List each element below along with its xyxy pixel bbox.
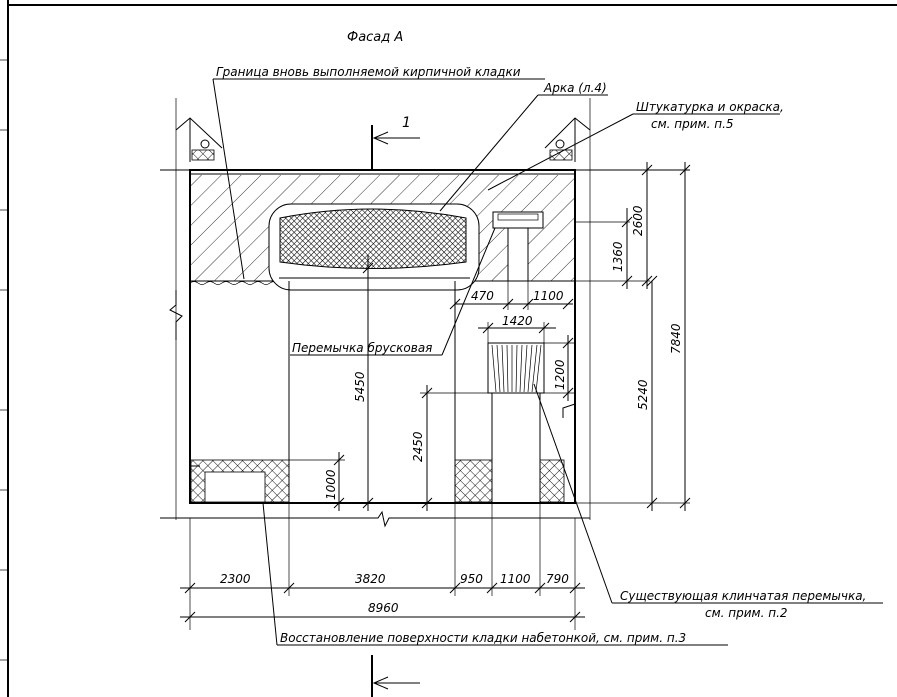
dim-1000: 1000: [324, 469, 338, 500]
plaster-label-line1: Штукатурка и окраска,: [636, 100, 784, 114]
dim-1360: 1360: [611, 241, 625, 272]
callout-wedge-lintel: Существующая клинчатая перемычка, см. пр…: [533, 383, 883, 620]
dim-2450: 2450: [411, 431, 425, 462]
dim-1420: 1420: [502, 314, 533, 328]
dim-8960: 8960: [368, 601, 399, 615]
callout-arch: Арка (л.4): [439, 81, 608, 212]
bar-lintel-label: Перемычка брусковая: [292, 341, 432, 355]
dimensions-upper: 470 1100 1420 1200: [449, 281, 575, 401]
section-mark-bottom: [371, 655, 420, 697]
facade-outline: [160, 98, 690, 528]
roof-detail-right: [544, 117, 591, 162]
arch-label: Арка (л.4): [543, 81, 607, 95]
section-mark-top: 1: [371, 115, 420, 170]
dim-2300: 2300: [220, 572, 251, 586]
dimensions-right: 2600 1360 7840 5240: [545, 162, 691, 511]
dim-2600: 2600: [631, 205, 645, 236]
dim-470: 470: [471, 289, 494, 303]
bar-lintel: [492, 211, 544, 282]
dim-950: 950: [460, 572, 483, 586]
wedge-lintel-strokes: [491, 344, 542, 393]
callout-restoration: Восстановление поверхности кладки набето…: [262, 502, 728, 646]
restoration-zones: [190, 459, 565, 503]
callout-plaster: Штукатурка и окраска, см. прим. п.5: [487, 100, 784, 191]
wedge-lintel-label-line1: Существующая клинчатая перемычка,: [620, 589, 866, 603]
restoration-label: Восстановление поверхности кладки набето…: [280, 631, 686, 645]
dim-1100-top: 1100: [533, 289, 564, 303]
callout-brick-boundary: Граница вновь выполняемой кирпичной клад…: [212, 65, 545, 280]
dim-7840: 7840: [669, 323, 683, 354]
dim-5240: 5240: [636, 379, 650, 410]
wedge-lintel-label-line2: см. прим. п.2: [705, 606, 788, 620]
dim-790: 790: [546, 572, 569, 586]
dimensions-interior: 5450 2450 1000: [289, 255, 492, 511]
drawing-title: Фасад А: [347, 30, 403, 45]
section-mark-number: 1: [402, 115, 411, 131]
plaster-label-line2: см. прим. п.5: [651, 117, 734, 131]
dim-1100-bottom: 1100: [500, 572, 531, 586]
brick-boundary-label: Граница вновь выполняемой кирпичной клад…: [216, 65, 521, 79]
dimensions-bottom: 2300 3820 950 1100 790 8960: [180, 503, 585, 630]
dim-5450: 5450: [353, 371, 367, 402]
dim-1200: 1200: [553, 359, 567, 390]
callout-bar-lintel: Перемычка брусковая: [290, 227, 496, 356]
openings: [288, 281, 576, 504]
roof-detail-left: [175, 117, 223, 162]
arch: [268, 203, 480, 291]
dim-3820: 3820: [355, 572, 386, 586]
